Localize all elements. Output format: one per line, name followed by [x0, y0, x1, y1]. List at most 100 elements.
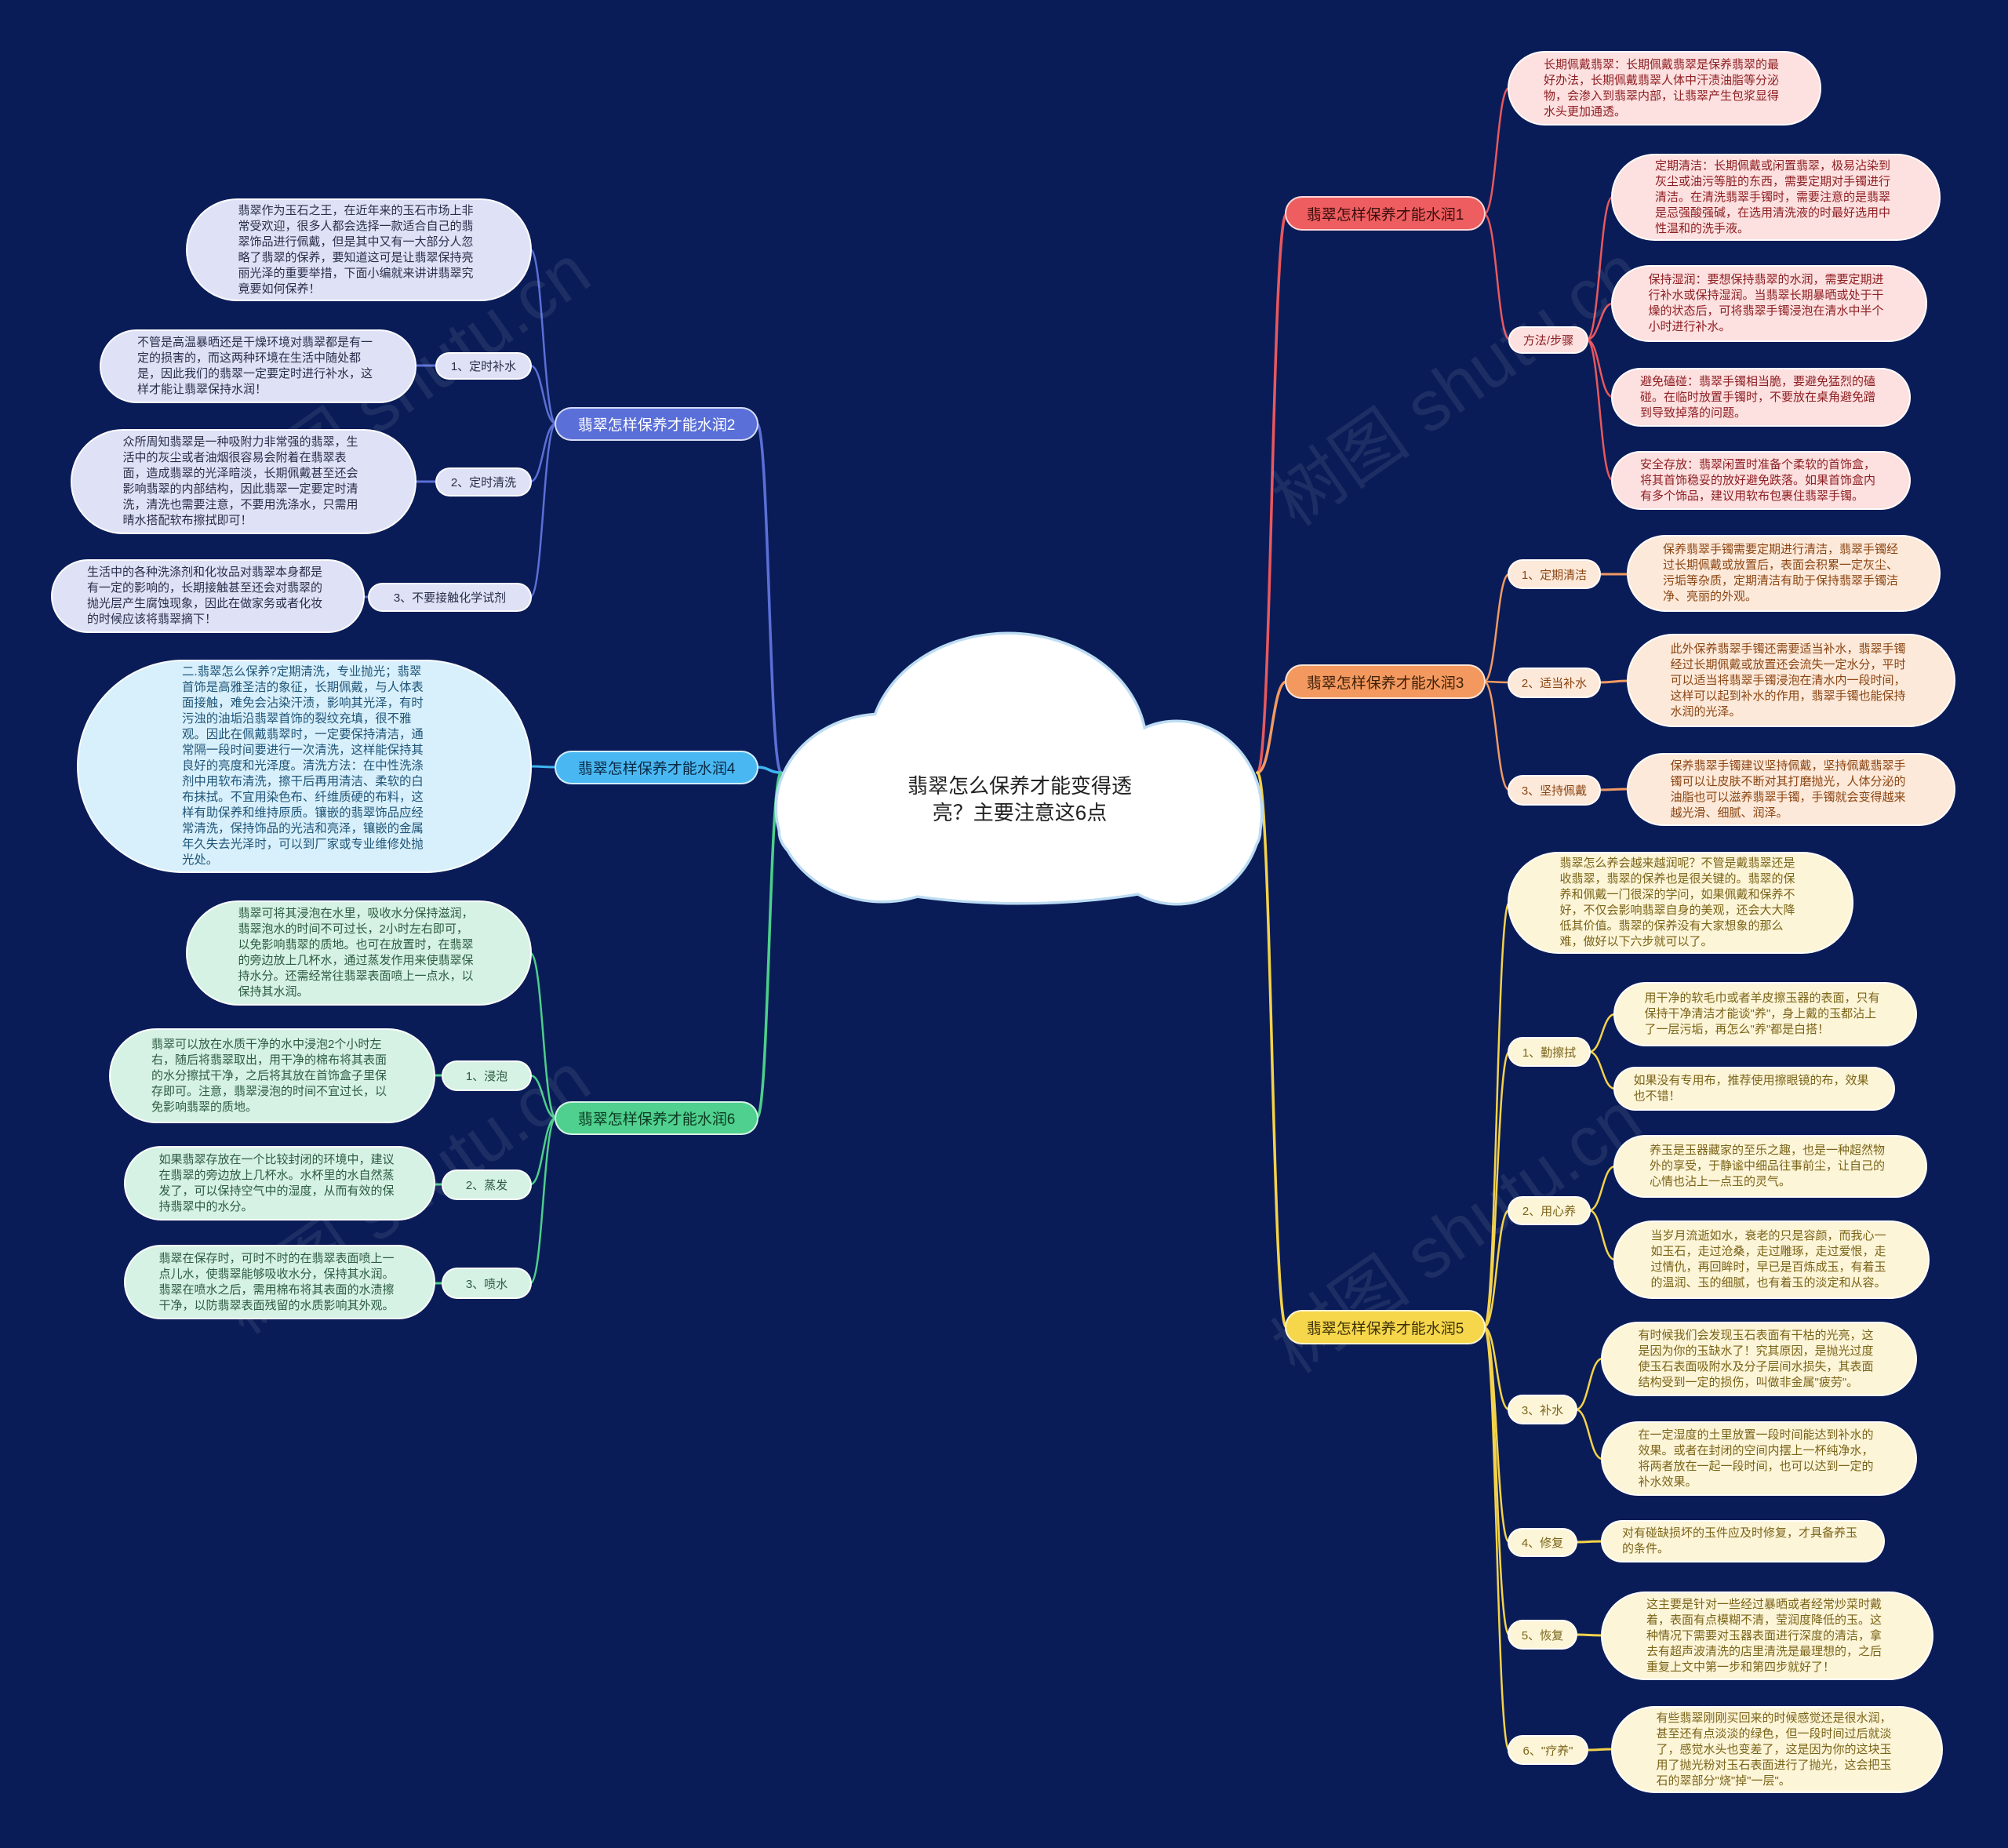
- branch-label: 翡翠怎样保养才能水润2: [577, 417, 736, 434]
- connector-line: [1482, 1326, 1511, 1752]
- branch-label: 翡翠怎样保养才能水润1: [1306, 206, 1464, 224]
- topic-text: 翡翠作为玉石之王，在近年来的玉石市场上非常受欢迎，很多人都会选择一款适合自己的翡…: [238, 203, 474, 296]
- topic-text: 对有碰缺损坏的玉件应及时修复，才具备养玉的条件。: [1622, 1526, 1858, 1555]
- topic-text: 二.翡翠怎么保养?定期清洗，专业抛光；翡翠首饰是高雅圣洁的象征，长期佩戴，与人体…: [182, 665, 424, 867]
- topic-node[interactable]: 用干净的软毛巾或者羊皮擦玉器的表面，只有保持干净清洁才能谈"养"，身上戴的玉都沾…: [1613, 982, 1917, 1046]
- topic-node[interactable]: 不管是高温暴晒还是干燥环境对翡翠都是有一定的损害的，而这两种环境在生活中随处都是…: [100, 329, 417, 403]
- topic-node[interactable]: 翡翠怎么养会越来越润呢？不管是戴翡翠还是收翡翠，翡翠的保养也是很关键的。翡翠的保…: [1508, 852, 1853, 954]
- topic-node[interactable]: 对有碰缺损坏的玉件应及时修复，才具备养玉的条件。: [1601, 1520, 1885, 1562]
- subtopic-label[interactable]: 2、适当补水: [1508, 668, 1601, 698]
- subtopic-label[interactable]: 1、定时补水: [435, 352, 532, 380]
- topic-text: 保持湿润：要想保持翡翠的水润，需要定期进行补水或保持湿润。当翡翠长期暴晒或处于干…: [1648, 273, 1884, 333]
- topic-text: 翡翠可以放在水质干净的水中浸泡2个小时左右，随后将翡翠取出，用干净的棉布将其表面…: [151, 1037, 387, 1114]
- topic-node[interactable]: 保养翡翠手镯建议坚持佩戴，坚持佩戴翡翠手镯可以让皮肤不断对其打磨抛光，人体分泌的…: [1627, 753, 1955, 826]
- topic-text: 如果翡翠存放在一个比较封闭的环境中，建议在翡翠的旁边放上几杯水。水杯里的水自然蒸…: [158, 1152, 395, 1213]
- subtopic-label[interactable]: 1、浸泡: [442, 1060, 532, 1091]
- connector-line: [1585, 338, 1614, 398]
- subtopic-label[interactable]: 6、"疗养": [1508, 1735, 1588, 1765]
- topic-text: 翡翠怎么养会越来越润呢？不管是戴翡翠还是收翡翠，翡翠的保养也是很关键的。翡翠的保…: [1559, 857, 1795, 948]
- topic-text: 长期佩戴翡翠：长期佩戴翡翠是保养翡翠的最好办法，长期佩戴翡翠人体中汗渍油脂等分泌…: [1544, 57, 1780, 118]
- subtopic-label[interactable]: 3、补水: [1508, 1395, 1577, 1424]
- topic-node[interactable]: 当岁月流逝如水，衰老的只是容颜，而我心一如玉石，走过沧桑，走过雕琢，走过爱恨，走…: [1613, 1220, 1930, 1299]
- connector-line: [529, 422, 558, 483]
- connector-line: [1482, 213, 1511, 341]
- central-topic[interactable]: 翡翠怎么保养才能变得透亮？主要注意这6点: [907, 774, 1132, 824]
- subtopic-label[interactable]: 2、用心养: [1508, 1196, 1591, 1225]
- topic-node[interactable]: 翡翠可以放在水质干净的水中浸泡2个小时左右，随后将翡翠取出，用干净的棉布将其表面…: [109, 1028, 435, 1123]
- topic-node[interactable]: 有时候我们会发现玉石表面有干枯的光亮，这是因为你的玉缺水了！究其原因，是抛光过度…: [1601, 1322, 1917, 1396]
- topic-node[interactable]: 定期清洁：长期佩戴或闲置翡翠，极易沾染到灰尘或油污等脏的东西，需要定期对手镯进行…: [1611, 154, 1941, 241]
- connector-line: [1482, 1209, 1511, 1329]
- branch-node-1[interactable]: 翡翠怎样保养才能水润1: [1285, 196, 1486, 231]
- subtopic-label[interactable]: 4、修复: [1508, 1528, 1577, 1557]
- topic-node[interactable]: 翡翠可将其浸泡在水里，吸收水分保持滋润，翡翠泡水的时间不可过长，2小时左右即可，…: [186, 900, 532, 1006]
- subtopic-label[interactable]: 2、定时清洗: [435, 467, 532, 497]
- topic-node[interactable]: 有些翡翠刚刚买回来的时候感觉还是很水润，甚至还有点淡淡的绿色，但一段时间过后就淡…: [1611, 1706, 1943, 1793]
- topic-node[interactable]: 这主要是针对一些经过暴晒或者经常炒菜时戴着，表面有点模糊不清，莹润度降低的玉。这…: [1601, 1592, 1933, 1680]
- subtopic-label[interactable]: 5、恢复: [1508, 1620, 1577, 1650]
- connector-line: [1585, 302, 1614, 341]
- topic-text: 如果没有专用布，推荐使用擦眼镜的布，效果也不错！: [1633, 1074, 1869, 1103]
- topic-text: 此外保养翡翠手镯还需要适当补水，翡翠手镯经过长期佩戴或放置还会流失一定水分，平时…: [1670, 642, 1906, 718]
- connector-line: [529, 951, 558, 1119]
- connector-line: [1482, 1326, 1511, 1411]
- topic-node[interactable]: 保养翡翠手镯需要定期进行清洁，翡翠手镯经过长期佩戴或放置后，表面会积累一定灰尘、…: [1627, 535, 1941, 612]
- connector-line: [529, 765, 558, 769]
- connector-line: [529, 1116, 558, 1186]
- connector-line: [529, 422, 558, 598]
- topic-node[interactable]: 安全存放：翡翠闲置时准备个柔软的首饰盒，将其首饰稳妥的放好避免跌落。如果首饰盒内…: [1611, 451, 1911, 510]
- topic-text: 翡翠在保存时，可时不时的在翡翠表面喷上一点儿水，使翡翠能够吸收水分，保持其水润。…: [158, 1251, 395, 1312]
- topic-node[interactable]: 长期佩戴翡翠：长期佩戴翡翠是保养翡翠的最好办法，长期佩戴翡翠人体中汗渍油脂等分泌…: [1508, 51, 1821, 126]
- topic-node[interactable]: 众所周知翡翠是一种吸附力非常强的翡翠，生活中的灰尘或者油烟很容易会附着在翡翠表面…: [71, 429, 417, 534]
- connector-line: [1585, 195, 1614, 341]
- subtopic-label-text: 6、"疗养": [1522, 1744, 1573, 1758]
- topic-node[interactable]: 二.翡翠怎么保养?定期清洗，专业抛光；翡翠首饰是高雅圣洁的象征，长期佩戴，与人体…: [77, 660, 532, 873]
- connector-line: [1598, 679, 1630, 684]
- branch-label: 翡翠怎样保养才能水润3: [1306, 675, 1464, 692]
- connector-line: [1482, 680, 1511, 791]
- topic-node[interactable]: 保持湿润：要想保持翡翠的水润，需要定期进行补水或保持湿润。当翡翠长期暴晒或处于干…: [1611, 265, 1927, 342]
- connector-line: [529, 1074, 558, 1119]
- topic-node[interactable]: 如果翡翠存放在一个比较封闭的环境中，建议在翡翠的旁边放上几杯水。水杯里的水自然蒸…: [124, 1146, 435, 1220]
- topic-text: 在一定湿度的土里放置一段时间能达到补水的效果。或者在封闭的空间内摆上一杯纯净水，…: [1638, 1428, 1874, 1489]
- connector-line: [1585, 1748, 1614, 1752]
- connector-line: [1588, 1013, 1617, 1053]
- topic-node[interactable]: 翡翠作为玉石之王，在近年来的玉石市场上非常受欢迎，很多人都会选择一款适合自己的翡…: [186, 198, 532, 301]
- subtopic-label-text: 1、定期清洁: [1521, 568, 1588, 582]
- branch-node-4[interactable]: 翡翠怎样保养才能水润4: [555, 751, 758, 784]
- topic-node[interactable]: 避免磕碰：翡翠手镯相当脆，要避免猛烈的磕碰。在临时放置手镯时，不要放在桌角避免蹭…: [1611, 368, 1911, 427]
- connector-line: [529, 248, 558, 425]
- branch-node-5[interactable]: 翡翠怎样保养才能水润5: [1285, 1310, 1486, 1344]
- topic-node[interactable]: 翡翠在保存时，可时不时的在翡翠表面喷上一点儿水，使翡翠能够吸收水分，保持其水润。…: [124, 1245, 435, 1319]
- branch-label: 翡翠怎样保养才能水润6: [577, 1111, 736, 1128]
- topic-node[interactable]: 在一定湿度的土里放置一段时间能达到补水的效果。或者在封闭的空间内摆上一杯纯净水，…: [1601, 1421, 1917, 1496]
- subtopic-label[interactable]: 3、不要接触化学试剂: [368, 583, 532, 612]
- connector-line: [1256, 213, 1288, 774]
- topic-text: 保养翡翠手镯需要定期进行清洁，翡翠手镯经过长期佩戴或放置后，表面会积累一定灰尘、…: [1663, 543, 1899, 603]
- topic-text: 有些翡翠刚刚买回来的时候感觉还是很水润，甚至还有点淡淡的绿色，但一段时间过后就淡…: [1656, 1711, 1892, 1788]
- subtopic-label[interactable]: 2、蒸发: [442, 1170, 532, 1200]
- branch-node-2[interactable]: 翡翠怎样保养才能水润2: [555, 407, 758, 441]
- connector-line: [1482, 901, 1511, 1329]
- branch-label: 翡翠怎样保养才能水润4: [577, 761, 736, 777]
- subtopic-label[interactable]: 1、定期清洁: [1508, 559, 1601, 589]
- topic-node[interactable]: 生活中的各种洗涤剂和化妆品对翡翠本身都是有一定的影响的，长期接触甚至还会对翡翠的…: [51, 559, 365, 633]
- topic-node[interactable]: 养玉是玉器藏家的至乐之趣，也是一种超然物外的享受，于静谧中细品往事前尘，让自己的…: [1613, 1135, 1927, 1198]
- branch-node-3[interactable]: 翡翠怎样保养才能水润3: [1285, 664, 1486, 699]
- subtopic-label-text: 2、蒸发: [465, 1179, 508, 1192]
- topic-text: 不管是高温暴晒还是干燥环境对翡翠都是有一定的损害的，而这两种环境在生活中随处都是…: [137, 336, 373, 396]
- subtopic-label[interactable]: 3、坚持佩戴: [1508, 775, 1601, 806]
- branch-node-6[interactable]: 翡翠怎样保养才能水润6: [555, 1101, 758, 1135]
- topic-node[interactable]: 如果没有专用布，推荐使用擦眼镜的布，效果也不错！: [1613, 1067, 1895, 1111]
- subtopic-label[interactable]: 3、喷水: [442, 1268, 532, 1299]
- subtopic-label-text: 4、修复: [1521, 1537, 1564, 1550]
- topic-text: 这主要是针对一些经过暴晒或者经常炒菜时戴着，表面有点模糊不清，莹润度降低的玉。这…: [1646, 1597, 1882, 1674]
- topic-text: 安全存放：翡翠闲置时准备个柔软的首饰盒，将其首饰稳妥的放好避免跌落。如果首饰盒内…: [1640, 457, 1876, 503]
- topic-text: 保养翡翠手镯建议坚持佩戴，坚持佩戴翡翠手镯可以让皮肤不断对其打磨抛光，人体分泌的…: [1670, 758, 1906, 820]
- subtopic-label[interactable]: 1、勤擦拭: [1508, 1037, 1591, 1067]
- topic-node[interactable]: 此外保养翡翠手镯还需要适当补水，翡翠手镯经过长期佩戴或放置还会流失一定水分，平时…: [1627, 634, 1955, 727]
- topic-text: 定期清洁：长期佩戴或闲置翡翠，极易沾染到灰尘或油污等脏的东西，需要定期对手镯进行…: [1655, 158, 1891, 235]
- connector-line: [755, 766, 783, 774]
- subtopic-label[interactable]: 方法/步骤: [1508, 326, 1588, 354]
- subtopic-label-text: 2、适当补水: [1521, 677, 1588, 690]
